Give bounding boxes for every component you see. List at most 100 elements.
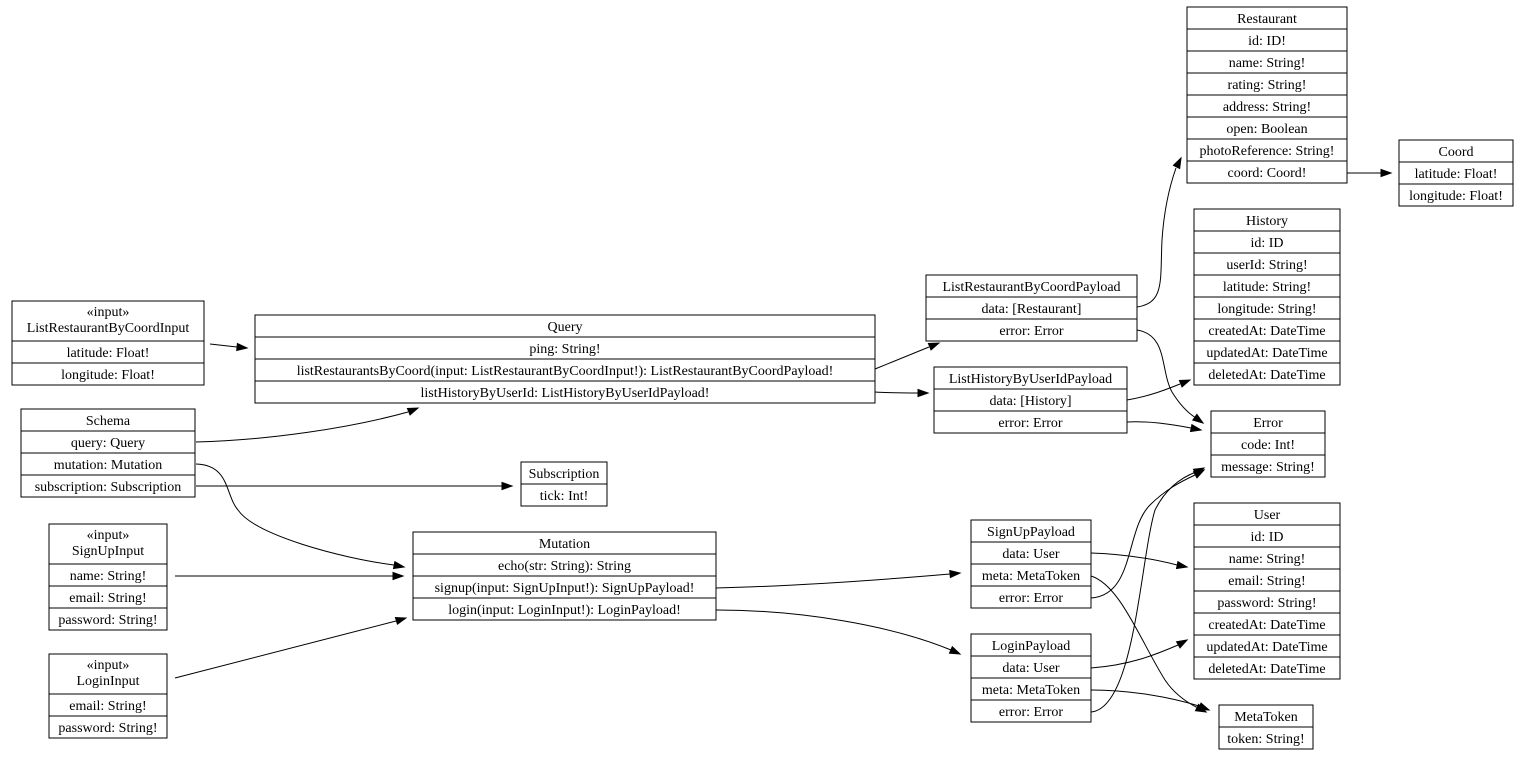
node-title: Mutation [539,537,590,552]
node-field: tick: Int! [540,489,589,504]
edge-line [1090,689,1200,707]
arrowhead-icon [1178,379,1192,388]
node-field: data: [History] [989,394,1071,409]
arrowhead-icon [1175,560,1189,570]
edge-login-meta-to-metatoken [1090,689,1211,711]
node-field: userId: String! [1226,258,1307,273]
edge-mutation-login-to-payload [715,609,962,655]
edge-history-payload-to-error [1126,421,1203,433]
node-box [925,274,1138,342]
edge-line [195,411,409,443]
node-field: address: String! [1223,100,1311,115]
arrowhead-icon [392,560,406,570]
node-stereotype: «input» [87,305,130,320]
arrowhead-icon [1380,168,1393,178]
edge-line [1136,329,1197,419]
edge-input-to-query [209,342,249,352]
node-field: deletedAt: DateTime [1208,368,1325,383]
node-field: login(input: LoginInput!): LoginPayload! [448,603,681,618]
node-field: email: String! [1228,574,1305,589]
edge-line [209,343,238,348]
node-title: ListHistoryByUserIdPayload [949,372,1112,387]
node-title: Restaurant [1237,12,1297,27]
node-field: name: String! [1229,56,1306,71]
node-field: listRestaurantsByCoord(input: ListRestau… [297,364,834,379]
node-subscription: Subscription tick: Int! [520,461,608,507]
edge-line [195,463,395,566]
edge-line [174,620,397,679]
node-box [1210,410,1326,478]
node-box [48,523,168,631]
node-error: Error code: Int! message: String! [1210,410,1326,478]
node-field: data: User [1002,661,1059,676]
edge-line [715,573,951,589]
arrowhead-icon [927,342,941,351]
node-field: longitude: Float! [61,368,155,383]
node-field: meta: MetaToken [982,683,1080,698]
edge-schema-mutation-to-mutation [195,463,406,570]
edge-query-to-history-payload [874,388,930,398]
arrowhead-icon [394,616,408,626]
node-title: MetaToken [1234,710,1298,725]
arrowhead-icon [1189,423,1203,433]
edge-signup-data-to-user [1090,552,1189,570]
node-title: Subscription [529,467,600,482]
node-field: name: String! [70,569,147,584]
node-box [933,366,1128,434]
arrowhead-icon [392,571,405,581]
node-box [11,300,205,386]
edge-mutation-signup-to-payload [715,569,962,589]
node-field: password: String! [1217,596,1316,611]
edge-line [1126,383,1181,401]
node-field: open: Boolean [1226,122,1307,137]
node-field: listHistoryByUserId: ListHistoryByUserId… [421,386,710,401]
node-field: createdAt: DateTime [1208,618,1325,633]
node-field: coord: Coord! [1228,166,1307,181]
diagram-edges [174,156,1393,713]
node-field: password: String! [58,721,157,736]
node-field: photoReference: String! [1200,144,1335,159]
node-field: message: String! [1221,460,1315,475]
node-field: email: String! [69,699,146,714]
node-title: Error [1253,416,1283,431]
edge-line [1090,552,1178,566]
edge-signup-input-to-mutation [175,571,405,581]
arrowhead-icon [1172,156,1182,170]
node-field: latitude: Float! [67,346,150,361]
edge-line [874,391,919,394]
node-field: latitude: Float! [1415,167,1498,182]
edge-schema-subscription-to-subscription [196,481,514,491]
node-field: data: User [1002,547,1059,562]
node-field: data: [Restaurant] [982,302,1082,317]
node-field: id: ID! [1248,34,1286,49]
edge-line [1090,474,1196,599]
node-field: error: Error [998,416,1062,431]
node-title: SignUpPayload [987,525,1075,540]
node-field: updatedAt: DateTime [1206,640,1327,655]
node-field: latitude: String! [1223,280,1311,295]
edge-schema-query-to-query [195,407,420,443]
node-field: echo(str: String): String [498,559,631,574]
arrowhead-icon [501,481,514,491]
node-field: longitude: Float! [1409,189,1503,204]
arrowhead-icon [1175,639,1189,649]
arrowhead-icon [1197,702,1211,711]
node-field: code: Int! [1241,438,1295,453]
edge-restaurant-payload-to-error [1136,329,1205,424]
node-field: id: ID [1250,530,1283,545]
node-field: error: Error [999,324,1063,339]
node-title: Query [548,320,583,335]
